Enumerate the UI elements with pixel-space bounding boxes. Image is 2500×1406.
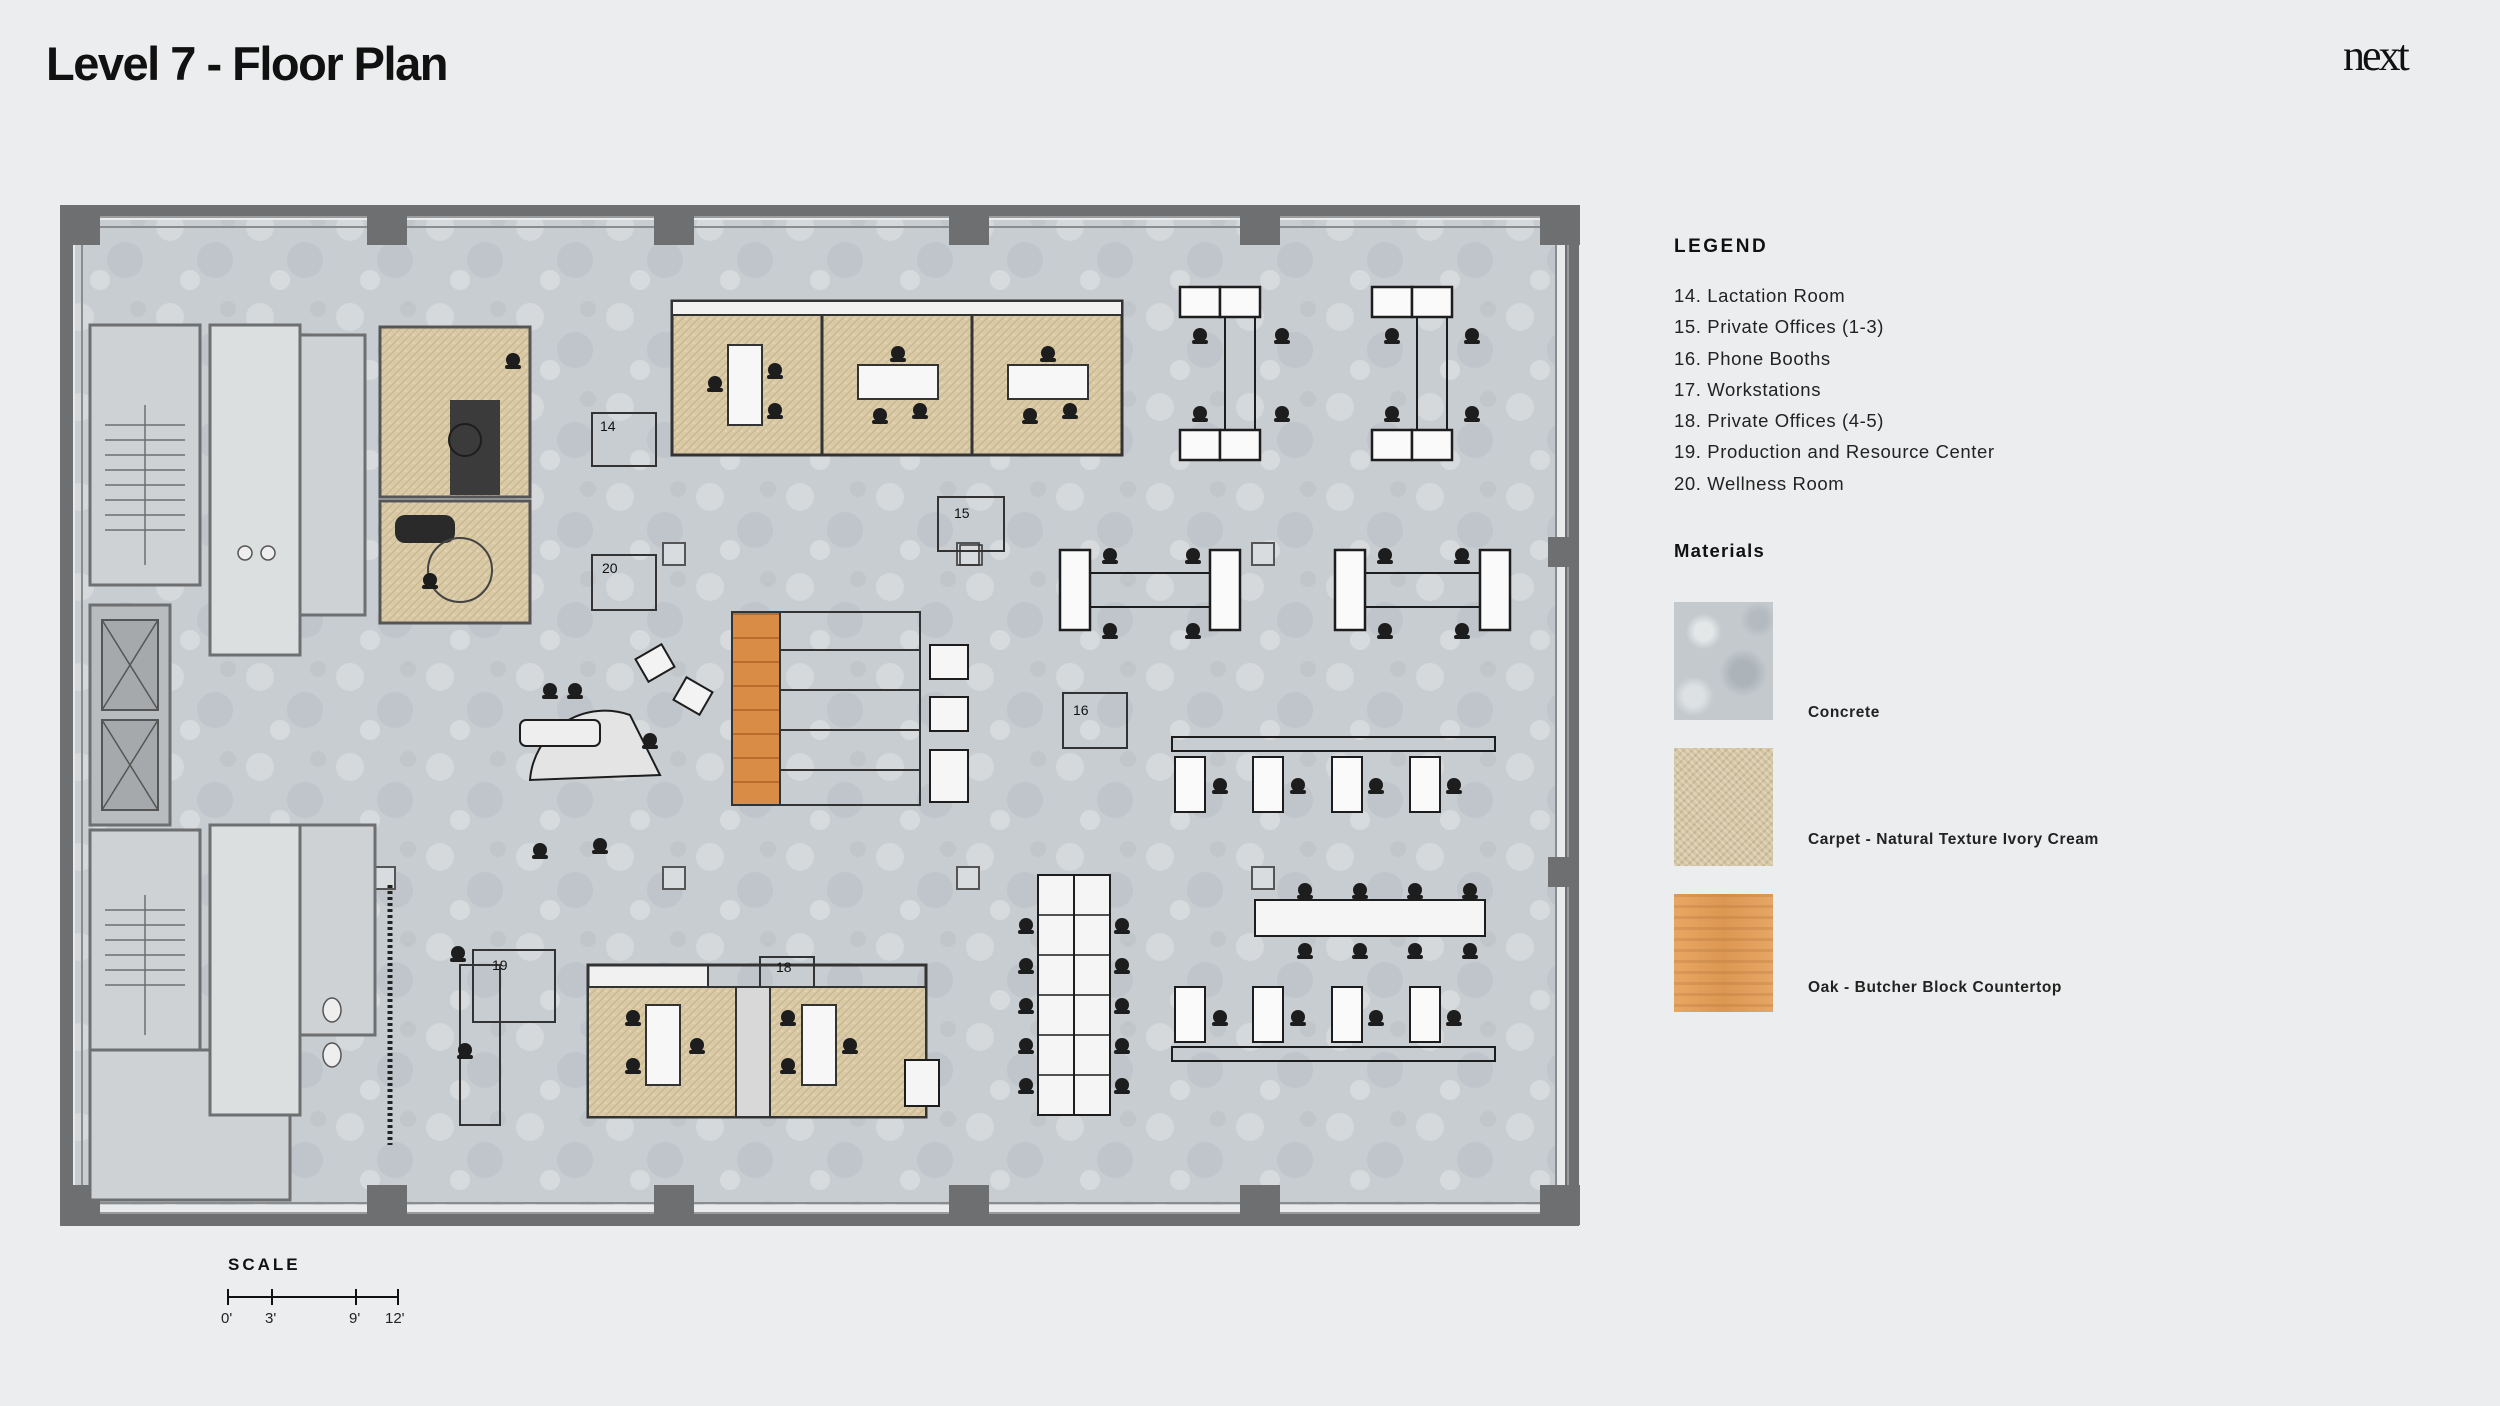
materials-title: Materials (1674, 540, 1766, 561)
scale-tick-0: 0' (221, 1310, 233, 1327)
room-label-16: 16 (1073, 702, 1089, 718)
legend-item: 15. Private Offices (1-3) (1674, 316, 1885, 338)
legend-item: 16. Phone Booths (1674, 347, 1831, 369)
oak-label: Oak - Butcher Block Countertop (1808, 979, 2062, 996)
private-offices-4-5 (586, 956, 928, 1119)
page-title: Level 7 - Floor Plan (46, 37, 448, 90)
concrete-label: Concrete (1808, 704, 1880, 721)
legend-item: 14. Lactation Room (1674, 285, 1846, 306)
room-label-14: 14 (600, 418, 616, 434)
scale-tick-9: 9' (349, 1310, 361, 1327)
room-label-15: 15 (954, 505, 970, 521)
carpet-label: Carpet - Natural Texture Ivory Cream (1808, 831, 2099, 848)
room-label-20: 20 (602, 560, 618, 576)
floor-plan: 14 20 15 16 (60, 205, 1580, 1226)
scale-title: SCALE (228, 1255, 301, 1274)
scale-tick-12: 12' (385, 1310, 405, 1327)
legend-item: 17. Workstations (1674, 378, 1822, 400)
scale-tick-3: 3' (265, 1310, 277, 1327)
carpet-swatch (1674, 748, 1773, 866)
private-offices-1-3 (670, 299, 1124, 457)
scale-bar (227, 1289, 399, 1305)
legend-title: LEGEND (1674, 236, 1769, 257)
concrete-swatch (1674, 602, 1773, 720)
legend-item: 20. Wellness Room (1674, 472, 1845, 494)
workstations (1018, 285, 1512, 1116)
room-label-19: 19 (492, 957, 508, 973)
oak-swatch (1674, 894, 1773, 1012)
legend-item: 19. Production and Resource Center (1674, 441, 1995, 463)
brand-logo: next (2343, 31, 2410, 80)
legend-list: 14. Lactation Room 15. Private Offices (… (1674, 280, 1995, 499)
room-label-18: 18 (776, 959, 792, 975)
legend-item: 18. Private Offices (4-5) (1674, 410, 1885, 432)
lounge-area (519, 642, 714, 859)
